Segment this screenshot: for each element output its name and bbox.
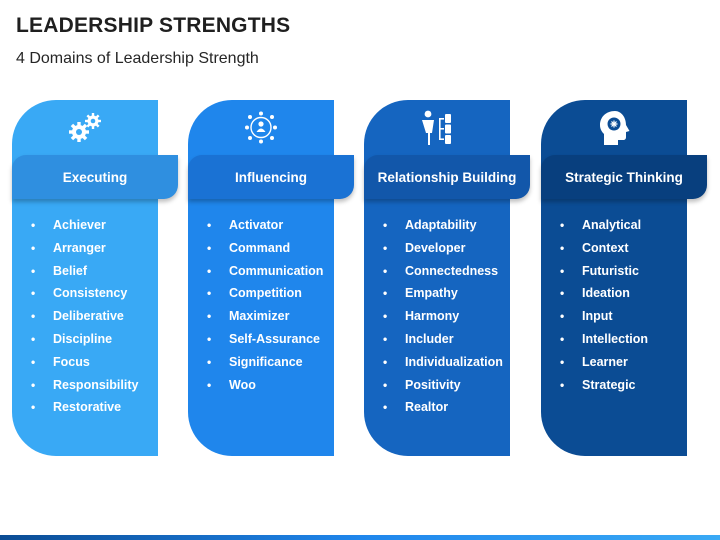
domain-header-strategic-thinking: Strategic Thinking: [541, 155, 707, 199]
list-item: Restorative: [12, 396, 158, 419]
domain-card-relationship-building: Relationship Building Adaptability Devel…: [364, 100, 530, 456]
list-item: Individualization: [364, 351, 510, 374]
strength-list-executing: Achiever Arranger Belief Consistency Del…: [12, 214, 158, 419]
list-item: Competition: [188, 282, 334, 305]
list-item: Activator: [188, 214, 334, 237]
strength-list-relationship-building: Adaptability Developer Connectedness Emp…: [364, 214, 510, 419]
list-item: Empathy: [364, 282, 510, 305]
strength-list-influencing: Activator Command Communication Competit…: [188, 214, 334, 396]
list-item: Arranger: [12, 237, 158, 260]
list-item: Achiever: [12, 214, 158, 237]
page-title: LEADERSHIP STRENGTHS: [16, 14, 291, 37]
list-item: Analytical: [541, 214, 687, 237]
list-item: Futuristic: [541, 260, 687, 283]
head-brain-icon: [589, 106, 639, 150]
list-item: Belief: [12, 260, 158, 283]
list-item: Focus: [12, 351, 158, 374]
footer-bar: [0, 535, 720, 540]
domain-header-executing: Executing: [12, 155, 178, 199]
list-item: Harmony: [364, 305, 510, 328]
list-item: Woo: [188, 374, 334, 397]
list-item: Context: [541, 237, 687, 260]
list-item: Consistency: [12, 282, 158, 305]
domain-card-strategic-thinking: Strategic Thinking Analytical Context Fu…: [541, 100, 707, 456]
list-item: Connectedness: [364, 260, 510, 283]
domain-header-relationship-building: Relationship Building: [364, 155, 530, 199]
list-item: Strategic: [541, 374, 687, 397]
list-item: Includer: [364, 328, 510, 351]
network-people-icon: [236, 106, 286, 150]
domain-card-influencing: Influencing Activator Command Communicat…: [188, 100, 354, 456]
list-item: Discipline: [12, 328, 158, 351]
list-item: Developer: [364, 237, 510, 260]
list-item: Ideation: [541, 282, 687, 305]
list-item: Realtor: [364, 396, 510, 419]
gears-icon: [60, 106, 110, 150]
list-item: Responsibility: [12, 374, 158, 397]
list-item: Input: [541, 305, 687, 328]
list-item: Self-Assurance: [188, 328, 334, 351]
list-item: Command: [188, 237, 334, 260]
page-subtitle: 4 Domains of Leadership Strength: [16, 50, 259, 67]
list-item: Communication: [188, 260, 334, 283]
list-item: Maximizer: [188, 305, 334, 328]
strength-list-strategic-thinking: Analytical Context Futuristic Ideation I…: [541, 214, 687, 396]
list-item: Deliberative: [12, 305, 158, 328]
domain-header-influencing: Influencing: [188, 155, 354, 199]
person-hierarchy-icon: [412, 106, 462, 150]
list-item: Intellection: [541, 328, 687, 351]
list-item: Adaptability: [364, 214, 510, 237]
list-item: Significance: [188, 351, 334, 374]
list-item: Learner: [541, 351, 687, 374]
domain-card-executing: Executing Achiever Arranger Belief Consi…: [12, 100, 178, 456]
list-item: Positivity: [364, 374, 510, 397]
